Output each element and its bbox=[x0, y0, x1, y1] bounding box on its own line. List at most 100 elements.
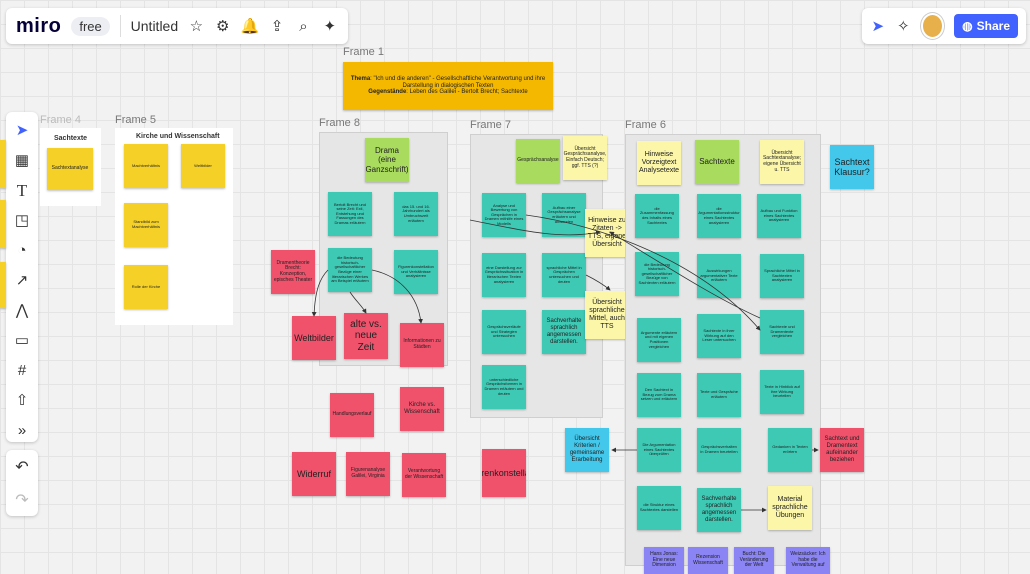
celebrate-icon[interactable]: ✧ bbox=[897, 18, 910, 35]
sticky-note[interactable]: Weltbilder bbox=[181, 144, 225, 188]
sticky-note[interactable]: Die Argumentation eines Sachtextes überp… bbox=[637, 428, 681, 472]
miro-logo[interactable]: miro bbox=[16, 14, 62, 37]
sticky-note[interactable]: Sachtexte in ihrer Wirkung auf den Leser… bbox=[697, 314, 741, 358]
frame-5-label[interactable]: Frame 5 bbox=[115, 114, 156, 126]
sticky-note[interactable]: Rezension Wissenschaft bbox=[688, 547, 728, 574]
sticky-note[interactable]: Auswirkungen argumentativer Texte erläut… bbox=[697, 254, 741, 298]
sticky-note[interactable]: Gesprächsverhalten in Dramen beurteilen bbox=[697, 428, 741, 472]
sticky-note[interactable]: Sachtextanalyse bbox=[47, 148, 93, 190]
sticky-note[interactable]: Gedanken in Texten erörtern bbox=[768, 428, 812, 472]
sticky-note[interactable]: Sachverhalte sprachlich angemessen darst… bbox=[542, 310, 586, 354]
sticky-note-offscreen[interactable] bbox=[0, 200, 6, 248]
sticky-note[interactable]: Aufbau einer Gesprächsanalyse erläutern … bbox=[542, 193, 586, 237]
upload-icon[interactable]: ⇪ bbox=[270, 18, 284, 35]
sticky-note[interactable]: das 15. und 16. Jahrhundert als Umbruchs… bbox=[394, 192, 438, 236]
sticky-note[interactable]: Gesprächsanalyse bbox=[516, 139, 560, 183]
sticky-note[interactable]: eine Darstellung zur Gesprächssituation … bbox=[482, 253, 526, 297]
top-toolbar: miro free Untitled ☆ ⚙ 🔔 ⇪ ⌕ ✦ bbox=[6, 8, 348, 44]
template-icon[interactable]: ▦ bbox=[14, 152, 30, 169]
comment-icon[interactable]: ▭ bbox=[14, 332, 30, 349]
sticky-note[interactable]: Handlungsverlauf bbox=[330, 393, 374, 437]
sticky-note[interactable]: Hinweise zu Zitaten -> TTS, eigene Übers… bbox=[585, 209, 629, 257]
sticky-note[interactable]: Kirche vs. Wissenschaft bbox=[400, 387, 444, 431]
sticky-note[interactable]: Figurenkonstellation und Verhältnisse an… bbox=[394, 250, 438, 294]
sticky-note[interactable]: Hans Jonas: Eine neue Dimension bbox=[644, 547, 684, 574]
sticky-note[interactable]: die Zusammenfassung des Inhalts eines Sa… bbox=[635, 194, 679, 238]
frame-4-label[interactable]: Frame 4 bbox=[40, 114, 81, 126]
sticky-note[interactable]: Hinweise Vorzeigtext Analysetexte bbox=[637, 141, 681, 185]
cursor-select-icon[interactable]: ➤ bbox=[871, 18, 885, 35]
more-tools-icon[interactable]: » bbox=[17, 422, 27, 439]
sticky-note[interactable]: alte vs. neue Zeit bbox=[344, 313, 388, 359]
sticky-note[interactable]: Argumente erläutern und mit eigenen Posi… bbox=[637, 318, 681, 362]
sticky-note[interactable]: Drama (eine Ganzschrift) bbox=[365, 138, 409, 182]
sticky-note[interactable]: Figurenanalyse Galilei, Virginia bbox=[346, 452, 390, 496]
text-tool-icon[interactable]: T bbox=[16, 181, 28, 200]
magic-icon[interactable]: ✦ bbox=[323, 18, 337, 35]
frame-1-label[interactable]: Frame 1 bbox=[343, 46, 384, 58]
sticky-note[interactable]: Texte in Hinblick auf ihre Wirkung beurt… bbox=[760, 370, 804, 414]
sticky-note[interactable]: Übersicht Gesprächsanalyse, Einfach Deut… bbox=[563, 136, 607, 180]
upload-tool-icon[interactable]: ⇧ bbox=[15, 392, 29, 409]
bell-icon[interactable]: 🔔 bbox=[240, 18, 260, 35]
sticky-note[interactable]: Figurenkonstellation bbox=[482, 449, 526, 497]
sticky-note[interactable]: Dramentheorie Brecht: Konzeption, episch… bbox=[271, 250, 315, 294]
share-button[interactable]: ◍ Share bbox=[954, 14, 1018, 38]
sticky-note[interactable]: Rolle der Kirche bbox=[124, 265, 168, 309]
redo-icon[interactable]: ↷ bbox=[15, 491, 29, 509]
sticky-note-offscreen[interactable] bbox=[0, 262, 6, 308]
sticky-note[interactable]: die Bedeutung historisch-gesellschaftlic… bbox=[635, 252, 679, 296]
sticky-note[interactable]: die Struktur eines Sachtextes darstellen bbox=[637, 486, 681, 530]
sticky-note[interactable]: Sachtexte bbox=[695, 140, 739, 184]
frame-4[interactable]: Sachtexte Sachtextanalyse bbox=[40, 128, 101, 206]
history-toolbar: ↶ ↷ bbox=[6, 450, 38, 516]
pen-icon[interactable]: ⋀ bbox=[15, 302, 29, 319]
frame-8-label[interactable]: Frame 8 bbox=[319, 117, 360, 129]
sticky-note[interactable]: sprachliche Mittel in Gesprächen untersu… bbox=[542, 253, 586, 297]
sticky-note-icon[interactable]: ◳ bbox=[14, 212, 30, 229]
frame-1-topic-note[interactable]: Thema: "Ich und die anderen" - Gesellsch… bbox=[343, 62, 553, 110]
sticky-note[interactable]: Übersicht sprachliche Mittel, auch TTS bbox=[585, 291, 629, 339]
sticky-note[interactable]: Gesprächsverläufe und Strategien untersu… bbox=[482, 310, 526, 354]
sticky-note[interactable]: Übersicht Kriterien / gemeinsame Erarbei… bbox=[565, 428, 609, 472]
plan-badge[interactable]: free bbox=[71, 16, 110, 36]
undo-icon[interactable]: ↶ bbox=[15, 458, 29, 476]
sticky-note[interactable]: Sachtext Klausur? bbox=[830, 145, 874, 189]
star-icon[interactable]: ☆ bbox=[189, 18, 204, 35]
sticky-note[interactable]: Informationen zu Städten bbox=[400, 323, 444, 367]
frame-tool-icon[interactable]: # bbox=[17, 362, 27, 379]
frame-6-label[interactable]: Frame 6 bbox=[625, 119, 666, 131]
select-tool-icon[interactable]: ➤ bbox=[15, 122, 29, 139]
sticky-note[interactable]: Widerruf bbox=[292, 452, 336, 496]
sticky-note[interactable]: Aufbau und Funktion eines Sachtextes ana… bbox=[757, 194, 801, 238]
frame-5-title: Kirche und Wissenschaft bbox=[136, 133, 220, 140]
sticky-note[interactable]: die Argumentationsstruktur eines Sachtex… bbox=[697, 194, 741, 238]
avatar[interactable] bbox=[921, 13, 945, 39]
sticky-note[interactable]: Sachverhalte sprachlich angemessen darst… bbox=[697, 488, 741, 532]
sticky-note[interactable]: Standbild zum Machtverhältnis bbox=[124, 203, 168, 247]
sticky-note[interactable]: Weizsäcker: Ich habe die Verwaltung auf bbox=[786, 547, 830, 574]
sticky-note[interactable]: Machtverhältnis bbox=[124, 144, 168, 188]
board-title[interactable]: Untitled bbox=[130, 18, 179, 34]
sticky-note[interactable]: die Bedeutung historisch-gesellschaftlic… bbox=[328, 248, 372, 292]
frame-7-label[interactable]: Frame 7 bbox=[470, 119, 511, 131]
sticky-note[interactable]: Sprachliche Mittel in Sachtexten analysi… bbox=[760, 254, 804, 298]
frame-5[interactable]: Kirche und Wissenschaft Machtverhältnis … bbox=[115, 128, 233, 325]
sticky-note[interactable]: Texte und Gespräche erläutern bbox=[697, 373, 741, 417]
sticky-note-offscreen[interactable] bbox=[0, 140, 6, 188]
sticky-note[interactable]: Material sprachliche Übungen bbox=[768, 486, 812, 530]
sticky-note[interactable]: unterschiedliche Gesprächsformen in Dram… bbox=[482, 365, 526, 409]
sticky-note[interactable]: Übersicht Sachtextanalyse; eigene Übersi… bbox=[760, 140, 804, 184]
search-icon[interactable]: ⌕ bbox=[299, 17, 308, 35]
sticky-note[interactable]: Bertolt Brecht und seine Zeit: Exil, Ent… bbox=[328, 192, 372, 236]
sticky-note[interactable]: Den Sachtext in Bezug zum Drama setzen u… bbox=[637, 373, 681, 417]
sticky-note[interactable]: Verantwortung der Wissenschaft bbox=[402, 453, 446, 497]
sticky-note[interactable]: Weltbilder bbox=[292, 316, 336, 360]
shapes-icon[interactable]: ◔ bbox=[17, 242, 27, 259]
sticky-note[interactable]: Sachtexte und Dramentexte vergleichen bbox=[760, 310, 804, 354]
sticky-note[interactable]: Analyse und Bewertung von Gesprächen in … bbox=[482, 193, 526, 237]
sticky-note[interactable]: Sachtext und Dramentext aufeinander bezi… bbox=[820, 428, 864, 472]
sticky-note[interactable]: Bucht: Die Veränderung der Welt bbox=[734, 547, 774, 574]
connection-line-icon[interactable]: ↗ bbox=[15, 272, 29, 289]
gear-icon[interactable]: ⚙ bbox=[215, 18, 230, 35]
